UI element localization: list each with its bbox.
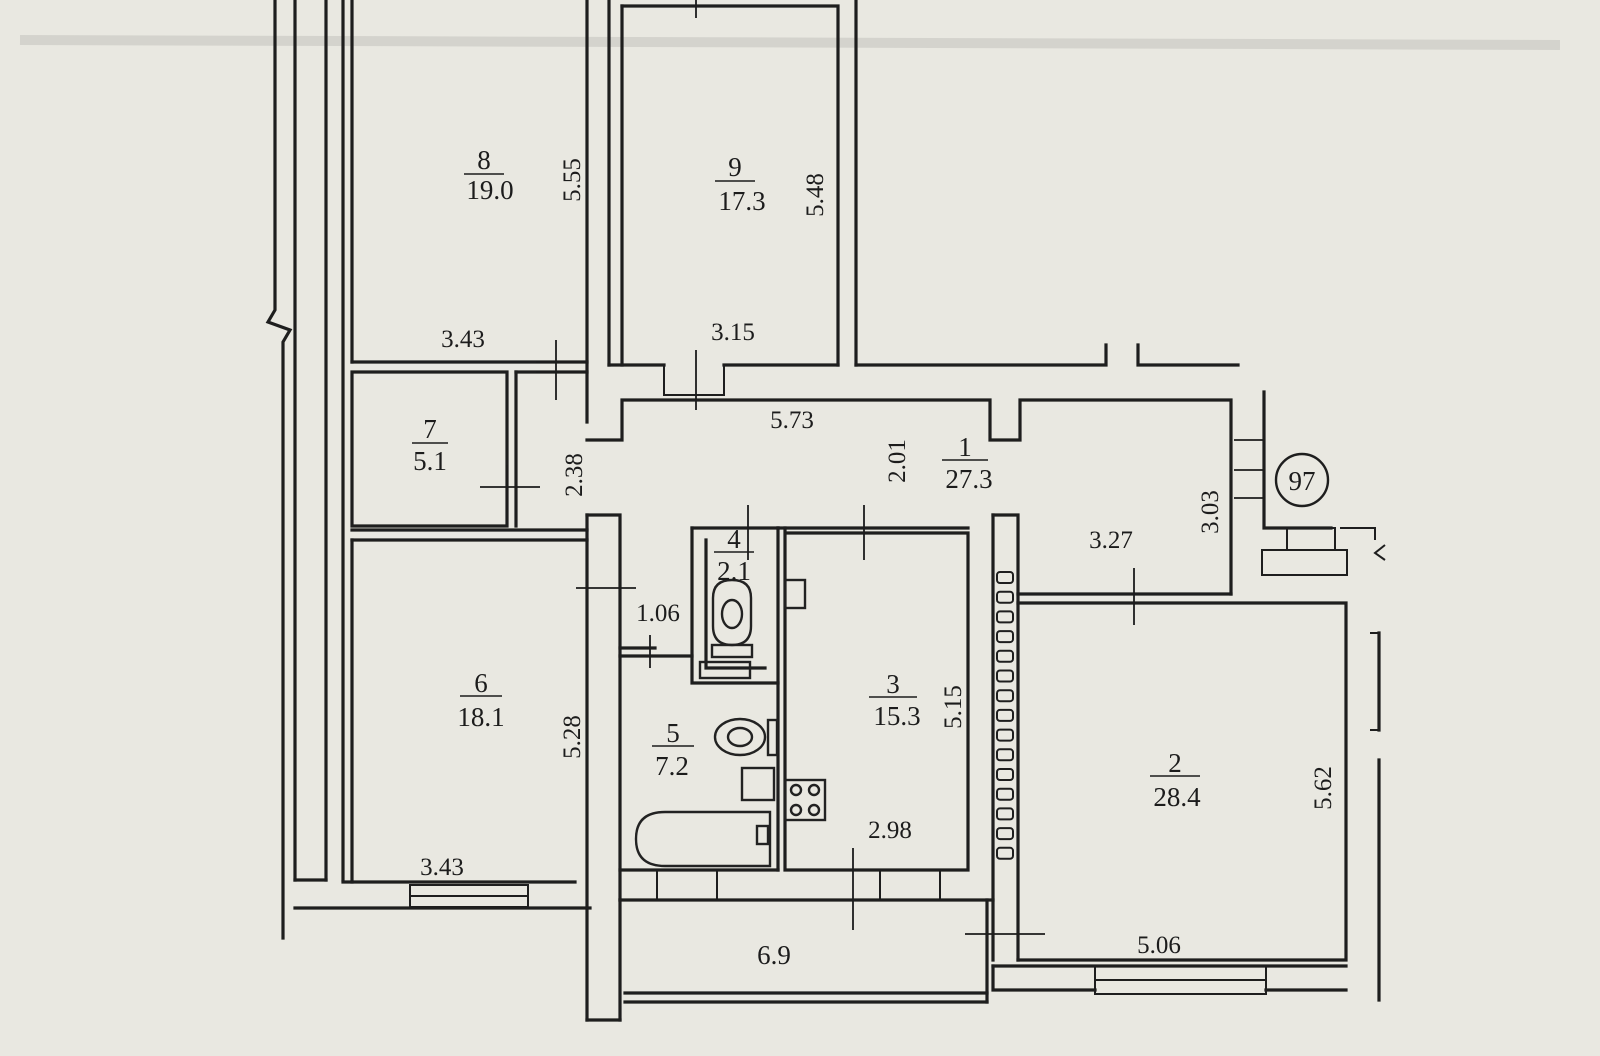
vent-cell — [996, 728, 1014, 742]
dim-vestibule-width: 3.27 — [1089, 527, 1133, 554]
room-number: 8 — [477, 145, 491, 175]
vent-cell — [996, 827, 1014, 841]
dim-bath-width: 1.06 — [636, 600, 680, 627]
vent-cell — [996, 630, 1014, 644]
dim-r8-width: 3.43 — [441, 326, 485, 353]
stair-marker-label: 97 — [1289, 466, 1316, 496]
dim-r7-height: 2.38 — [561, 453, 588, 497]
room-number: 9 — [728, 152, 742, 182]
room-area: 18.1 — [457, 702, 504, 732]
door-marks — [480, 0, 1264, 935]
vent-cell — [996, 768, 1014, 781]
room-number: 4 — [727, 524, 741, 554]
vent-cell — [996, 590, 1014, 604]
room-8-walls — [350, 0, 589, 424]
room-6-walls — [350, 538, 589, 908]
dim-vestibule-depth: 3.03 — [1197, 490, 1224, 534]
hallway-walls — [585, 390, 1333, 1022]
dimension-labels: 5.55 3.43 5.48 3.15 5.73 2.01 2.38 3.03 … — [420, 158, 1337, 959]
room-label-6: 6 18.1 — [457, 668, 504, 732]
vent-cell — [996, 649, 1014, 663]
stove-room-3 — [783, 778, 827, 822]
dim-r6-width: 3.43 — [420, 854, 464, 881]
room-area: 28.4 — [1153, 782, 1201, 812]
background-texture — [19, 35, 1561, 50]
dim-hall-depth: 2.01 — [884, 439, 911, 483]
balcony-area: 6.9 — [757, 940, 791, 970]
kitchen-sink-room-3 — [783, 578, 807, 610]
dim-r8-height: 5.55 — [559, 158, 586, 202]
vent-cell — [996, 846, 1014, 860]
vent-cell — [996, 748, 1014, 762]
room-2-walls — [991, 601, 1381, 1002]
room-number: 7 — [423, 414, 437, 444]
room-area: 2.1 — [717, 556, 751, 586]
room-number: 2 — [1168, 748, 1182, 778]
room-label-5: 5 7.2 — [652, 718, 694, 781]
dim-r3-height: 5.15 — [940, 685, 967, 729]
vent-cell — [996, 689, 1014, 703]
sink-room-5 — [713, 717, 779, 757]
dim-r2-height: 5.62 — [1310, 766, 1337, 810]
room-label-7: 7 5.1 — [412, 414, 448, 476]
room-label-8: 8 19.0 — [464, 145, 514, 205]
entrance-steps — [1261, 527, 1386, 576]
room-area: 15.3 — [873, 701, 920, 731]
vent-cell — [996, 807, 1014, 821]
stair-marker: 97 — [1274, 452, 1330, 508]
bathroom-walls — [618, 526, 780, 901]
vent-cell — [996, 708, 1014, 722]
room-label-1: 1 27.3 — [942, 432, 993, 494]
dim-r9-height: 5.48 — [802, 173, 829, 217]
washbasin-room-5 — [740, 766, 776, 802]
dim-r2-width: 5.06 — [1137, 932, 1181, 959]
room-number: 5 — [666, 718, 680, 748]
balcony-label: 6.9 — [757, 940, 791, 970]
dim-r9-width: 3.15 — [711, 319, 755, 346]
room-label-2: 2 28.4 — [1150, 748, 1201, 812]
toilet-room-4 — [710, 578, 754, 659]
balcony-walls — [585, 898, 995, 1022]
dim-r3-width: 2.98 — [868, 817, 912, 844]
room-area: 7.2 — [655, 751, 689, 781]
room-labels: 8 19.0 9 17.3 7 5.1 1 27.3 4 2.1 6 18.1 — [412, 145, 1201, 970]
room-7-walls — [350, 370, 589, 532]
sink-room-4 — [698, 660, 752, 680]
vent-cell — [996, 571, 1014, 584]
room-area: 19.0 — [466, 175, 513, 205]
room-label-4: 4 2.1 — [714, 524, 754, 586]
ventilation-shaft — [996, 571, 1014, 860]
room-number: 1 — [958, 432, 972, 462]
vent-cell — [996, 610, 1014, 624]
vent-cell — [996, 787, 1014, 801]
vent-cell — [996, 669, 1014, 683]
bathtub-room-5 — [634, 810, 772, 868]
room-label-9: 9 17.3 — [715, 152, 766, 216]
room-label-3: 3 15.3 — [869, 669, 921, 731]
room-9-walls — [607, 0, 1240, 396]
room-area: 27.3 — [945, 464, 992, 494]
dim-hall-width: 5.73 — [770, 407, 814, 434]
dim-r6-height: 5.28 — [559, 715, 586, 759]
room-number: 3 — [886, 669, 900, 699]
room-area: 5.1 — [413, 446, 447, 476]
room-number: 6 — [474, 668, 488, 698]
room-area: 17.3 — [718, 186, 765, 216]
